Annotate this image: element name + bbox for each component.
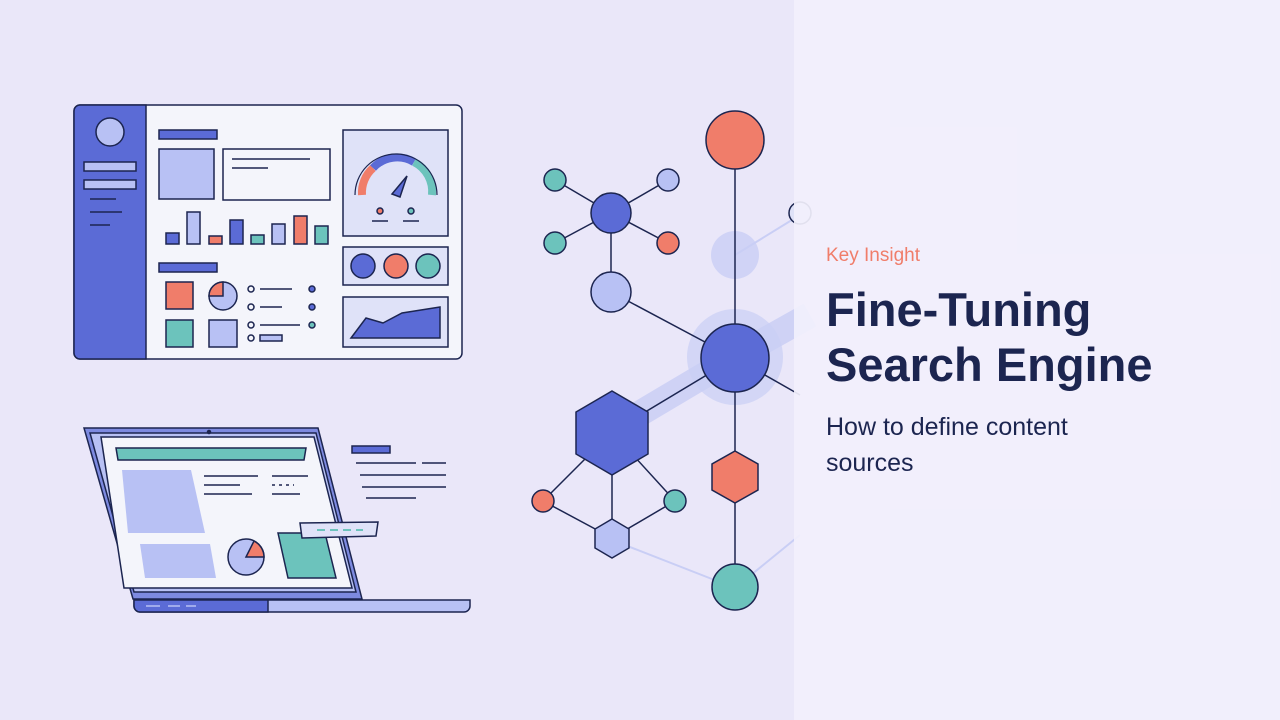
page-title: Fine-Tuning Search Engine	[826, 283, 1153, 391]
laptop-illustration	[83, 427, 471, 613]
network-graph-illustration	[531, 110, 817, 611]
page-subtitle: How to define content sources	[826, 413, 1068, 477]
text-panel	[794, 0, 1280, 720]
eyebrow-label: Key Insight	[826, 245, 920, 266]
dashboard-illustration	[73, 104, 463, 360]
